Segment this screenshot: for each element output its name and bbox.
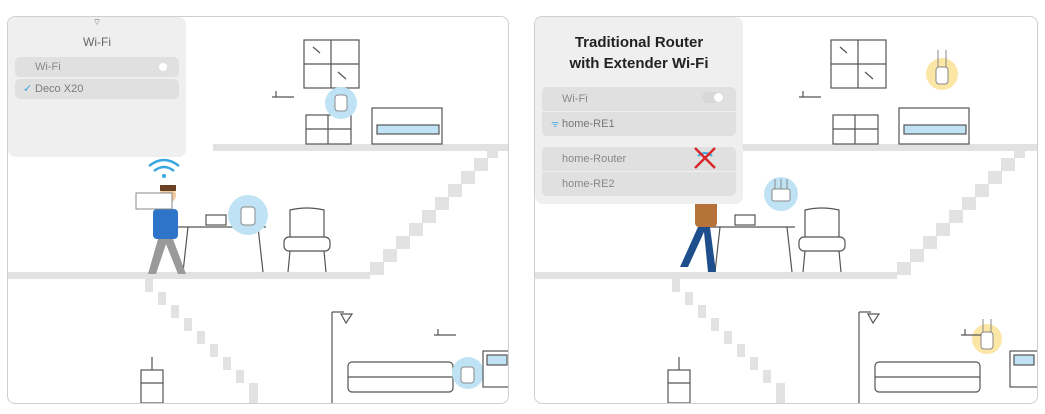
window-icon	[830, 39, 887, 89]
network-name: home-RE1	[562, 118, 615, 130]
wifi-toggle-row[interactable]: Wi-Fi	[15, 57, 179, 77]
wifi-toggle-row[interactable]: Wi-Fi	[542, 87, 736, 111]
wifi-toggle-label: Wi-Fi	[562, 93, 588, 105]
house-scene	[535, 39, 1037, 403]
wifi-small-icon: ᯤ	[551, 119, 560, 129]
wifi-settings-card: ⌔ Wi-Fi Wi-Fi ✓ Deco X20	[8, 17, 186, 157]
house-scene	[8, 39, 508, 403]
card-title-line2: with Extender Wi-Fi	[569, 55, 709, 72]
wifi-toggle-switch[interactable]	[702, 92, 724, 103]
card-title-line1: Traditional Router	[574, 34, 704, 51]
person-walking	[135, 185, 186, 274]
status-wifi-icon: ⌔	[92, 17, 102, 27]
network-name: home-RE2	[562, 178, 615, 190]
wifi-settings-card: Traditional Router with Extender Wi-Fi W…	[535, 17, 743, 204]
blocked-x-icon	[694, 147, 716, 169]
network-item-deco[interactable]: ✓ Deco X20	[15, 79, 179, 99]
router-extender-panel: Traditional Router with Extender Wi-Fi W…	[534, 16, 1038, 404]
network-item-re2[interactable]: home-RE2	[542, 172, 736, 196]
network-item-connected[interactable]: ᯤ home-RE1	[542, 112, 736, 136]
network-item-router[interactable]: home-Router	[542, 147, 736, 171]
network-name: home-Router	[562, 153, 627, 165]
window-icon	[303, 39, 360, 89]
checkmark-icon: ✓	[23, 83, 33, 95]
wifi-signal-icon	[148, 158, 180, 178]
card-title: Wi-Fi	[83, 35, 111, 49]
deco-mesh-panel: ⌔ Wi-Fi Wi-Fi ✓ Deco X20	[7, 16, 509, 404]
network-name: Deco X20	[35, 83, 84, 95]
wifi-toggle-switch[interactable]	[159, 63, 167, 71]
wifi-toggle-label: Wi-Fi	[35, 61, 61, 73]
